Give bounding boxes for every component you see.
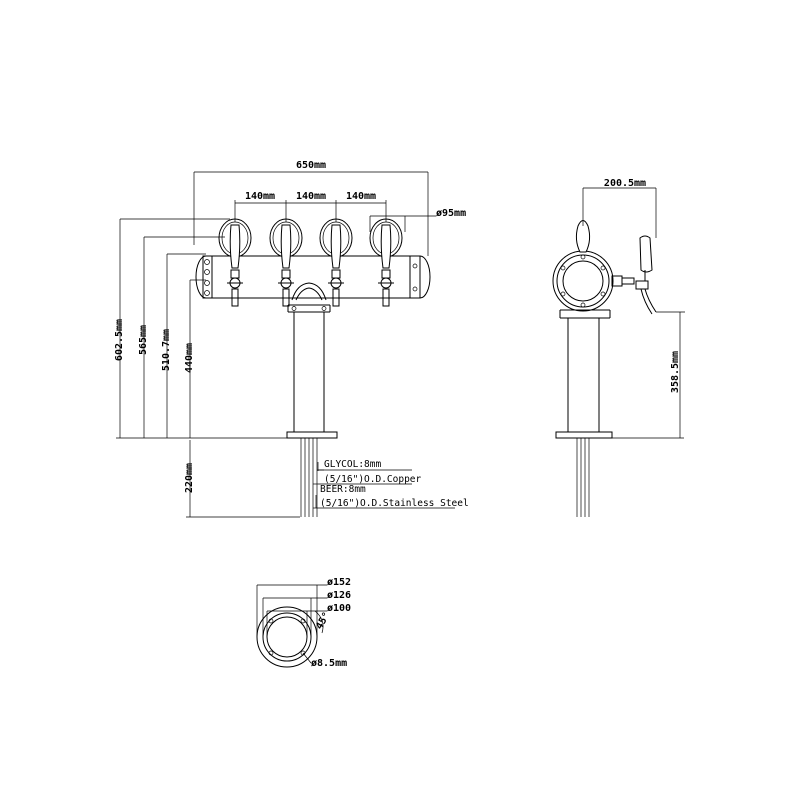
label-height-565: 565mm: [138, 325, 149, 355]
label-tap-reach: 200.5mm: [604, 178, 646, 189]
label-tap-spacing-1: 140mm: [245, 191, 275, 202]
note-glycol: GLYCOL:8mm: [324, 459, 381, 470]
dimension-tap-spacing: 140mm 140mm 140mm: [234, 191, 387, 222]
front-view: 650mm 140mm 140mm 140mm ø95mm: [114, 160, 469, 518]
line-notes: GLYCOL:8mm (5/16")O.D.Copper BEER:8mm (5…: [313, 459, 469, 509]
tap-2: [269, 218, 303, 307]
shank-tubes: [300, 438, 318, 517]
note-glycol-spec: (5/16")O.D.Copper: [324, 474, 422, 485]
label-height-5107: 510.7mm: [161, 329, 172, 371]
dimension-shank-length: 220mm: [184, 440, 300, 518]
dimension-heights: 602.5mm 565mm 510.7mm 440mm: [114, 218, 287, 439]
label-bolt-circle: ø126: [327, 590, 351, 601]
column: [286, 312, 338, 439]
label-tap-spacing-3: 140mm: [346, 191, 376, 202]
tap-1: [218, 218, 252, 307]
label-height-440: 440mm: [184, 343, 195, 373]
dimension-width-overall: 650mm: [193, 160, 429, 256]
base-view: ø152 ø126 ø100 45° ø8.5mm: [256, 577, 351, 669]
label-height-top: 602.5mm: [114, 319, 125, 361]
label-outer-diameter: ø152: [327, 577, 351, 588]
label-inner-diameter: ø100: [327, 603, 351, 614]
label-width-overall: 650mm: [296, 160, 326, 171]
note-beer: BEER:8mm: [320, 484, 366, 495]
dimension-end-cap: ø95mm: [369, 208, 466, 232]
label-tap-height: 358.5mm: [670, 351, 681, 393]
label-end-cap-diameter: ø95mm: [436, 208, 466, 219]
tap-3: [319, 218, 353, 307]
tap-4: [369, 218, 403, 307]
note-beer-spec: (5/16")O.D.Stainless Steel: [320, 498, 469, 509]
tee-connector: [287, 282, 331, 313]
side-view: 200.5mm 358.5mm: [552, 178, 685, 517]
label-hole-diameter: ø8.5mm: [311, 658, 347, 669]
label-tap-spacing-2: 140mm: [296, 191, 326, 202]
label-shank-length: 220mm: [184, 463, 195, 493]
